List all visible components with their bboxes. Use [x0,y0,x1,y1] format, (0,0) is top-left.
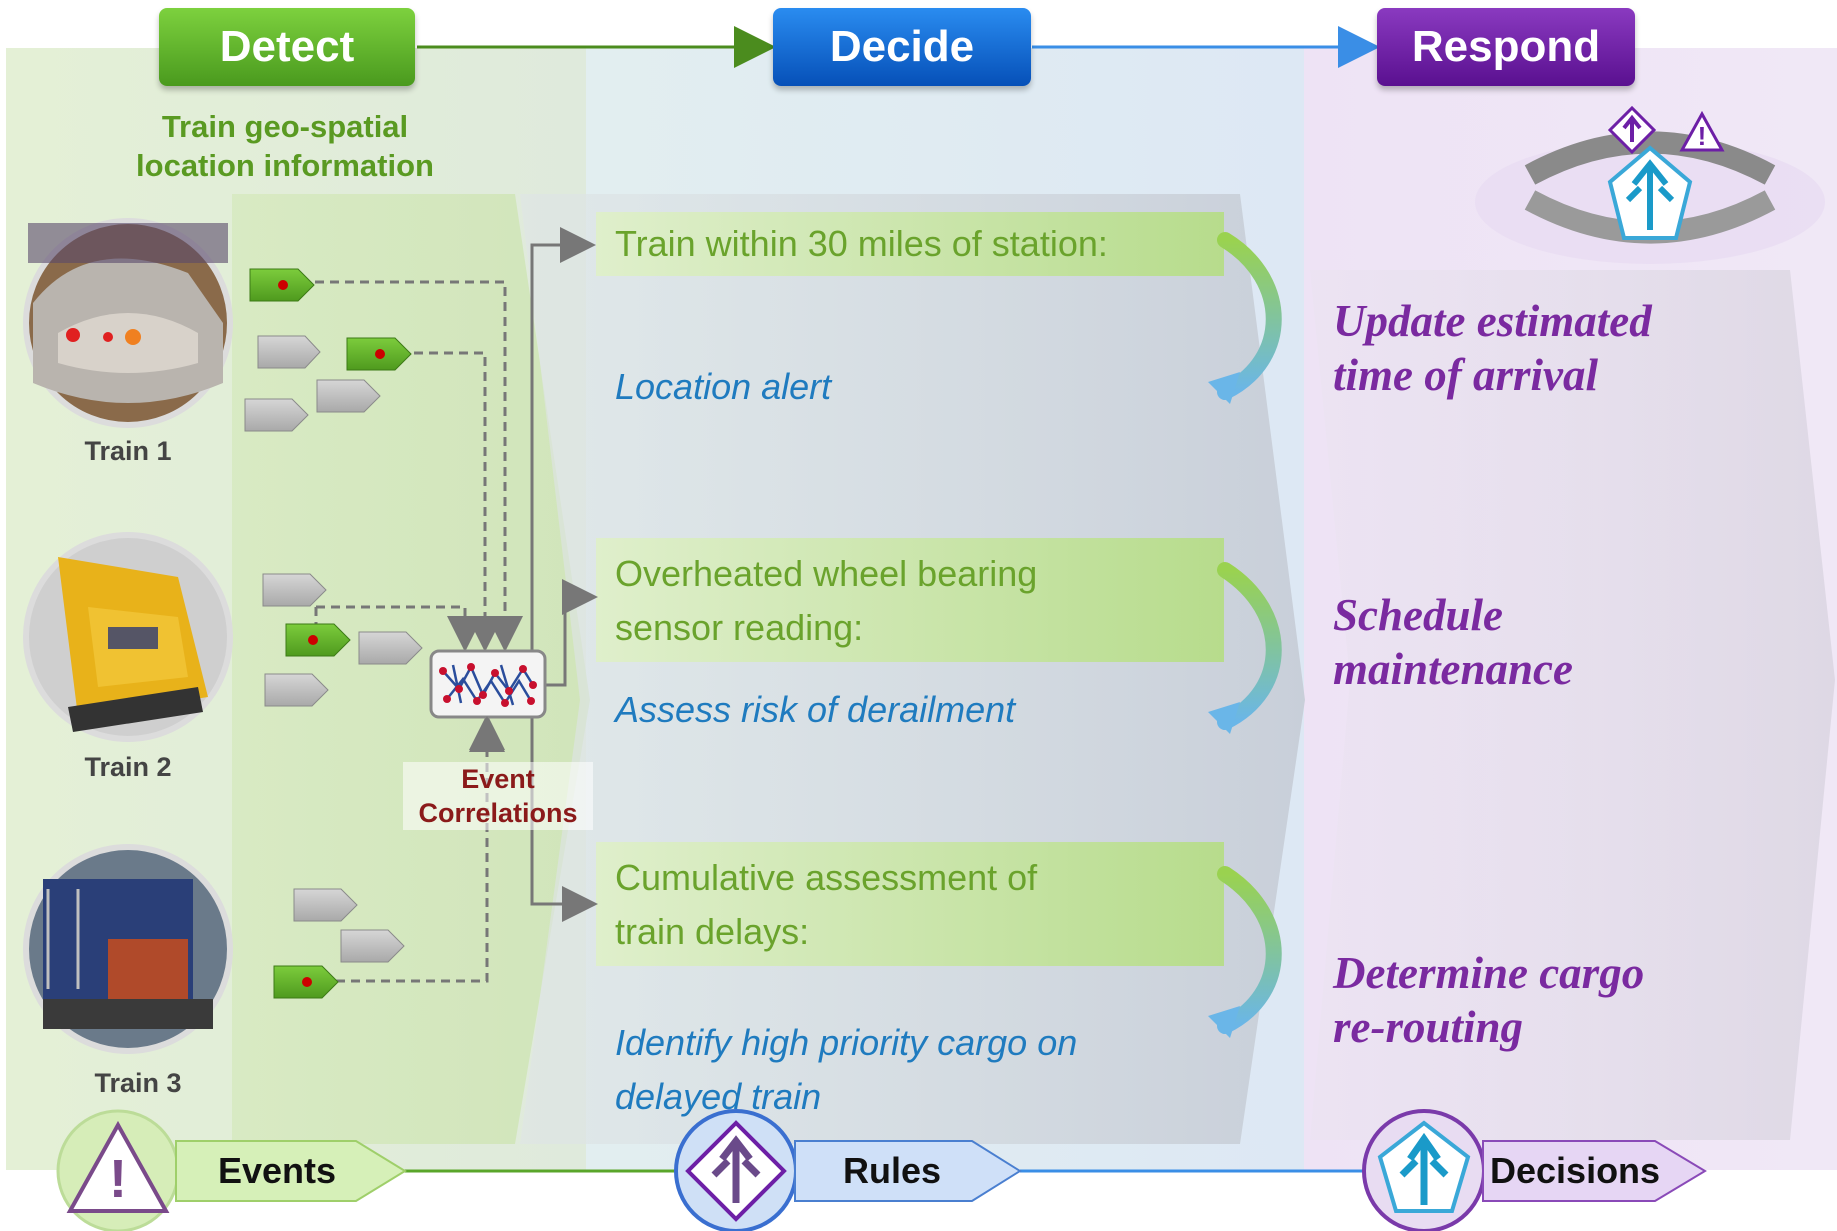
rules-label: Rules [843,1150,942,1191]
warning-icon: ! [56,1109,180,1231]
decision-1-line1: Update estimated [1333,296,1652,346]
event-tag [264,673,329,707]
rule-3-title-line1: Cumulative assessment of [615,857,1038,898]
decide-stage-button[interactable]: Decide [773,8,1031,86]
curved-arrow-1-head [1208,372,1240,404]
rule-bar-1 [596,212,1224,276]
decision-3: Determine cargo re-routing [1333,946,1813,1054]
decision-1: Update estimated time of arrival [1333,294,1813,402]
detect-subtitle-line1: Train geo-spatial [161,109,409,144]
respond-chevron [1310,270,1835,1140]
decide-chevron [520,194,1305,1144]
train-2-photo [23,532,233,742]
event-tag [262,573,327,607]
rule-2-title-line2: sensor reading: [615,607,864,648]
detect-subtitle-line2: location information [136,148,434,183]
location-tag [285,623,351,657]
rule-2: Overheated wheel bearing sensor reading: [615,547,1255,655]
rule-3-title-line2: train delays: [615,911,810,952]
event-tag [316,379,381,413]
decisions-label: Decisions [1490,1150,1661,1191]
decisions-chevron [1482,1140,1707,1202]
event-tag [257,335,321,369]
event-tag [293,888,358,922]
rule-1-title: Train within 30 miles of station: [615,223,1108,264]
curved-arrow-3 [1217,866,1282,1034]
respond-stage-button[interactable]: Respond [1377,8,1635,86]
rules-chevron [794,1140,1022,1202]
event-correlations-line2: Correlations [418,798,578,828]
location-tag [273,965,339,999]
events-label: Events [218,1150,337,1191]
curved-arrow-2 [1217,562,1282,730]
decision-3-line2: re-routing [1333,1002,1524,1052]
svg-text:!: ! [109,1149,127,1209]
rule-2-title-line1: Overheated wheel bearing [615,553,1038,594]
event-tag [358,631,423,665]
events-chevron [175,1140,407,1202]
rule-1: Train within 30 miles of station: [615,217,1255,271]
network-icon [429,649,547,719]
decision-1-line2: time of arrival [1333,350,1598,400]
event-tag [340,929,405,963]
rule-3-action: Identify high priority cargo on delayed … [615,1016,1295,1124]
curved-arrow-3-head [1208,1006,1240,1038]
decision-2-line2: maintenance [1333,644,1574,694]
decision-3-line1: Determine cargo [1333,948,1645,998]
rule-3: Cumulative assessment of train delays: [615,851,1255,959]
cycle-icon: ! [1475,105,1825,264]
rule-bar-3 [596,842,1224,966]
train-1-label: Train 1 [84,436,172,466]
event-correlations-line1: Event [461,764,535,794]
train-3-photo [23,844,233,1054]
fork-arrow-icon [1362,1109,1486,1231]
location-tag [346,337,412,371]
rule-1-action: Location alert [615,366,832,407]
fork-arrow-icon [674,1109,798,1231]
event-tag [244,398,309,432]
train-3-label: Train 3 [94,1068,182,1098]
location-tag [249,268,315,302]
train-2-label: Train 2 [84,752,172,782]
detect-subtitle: Train geo-spatial location information [105,107,465,185]
svg-text:!: ! [1698,121,1707,151]
decision-2: Schedule maintenance [1333,588,1813,696]
train-1-photo [23,218,233,428]
rule-2-action: Assess risk of derailment [615,689,1016,730]
rule-3-action-line1: Identify high priority cargo on [615,1022,1078,1063]
detect-stage-button[interactable]: Detect [159,8,415,86]
rule-3-action-line2: delayed train [615,1076,822,1117]
curved-arrow-2-head [1208,702,1240,734]
rule-bar-2 [596,538,1224,662]
event-tags [244,335,423,963]
event-correlations-label: Event Correlations [403,762,593,830]
decision-2-line1: Schedule [1333,590,1504,640]
curved-arrow-1 [1217,232,1282,400]
